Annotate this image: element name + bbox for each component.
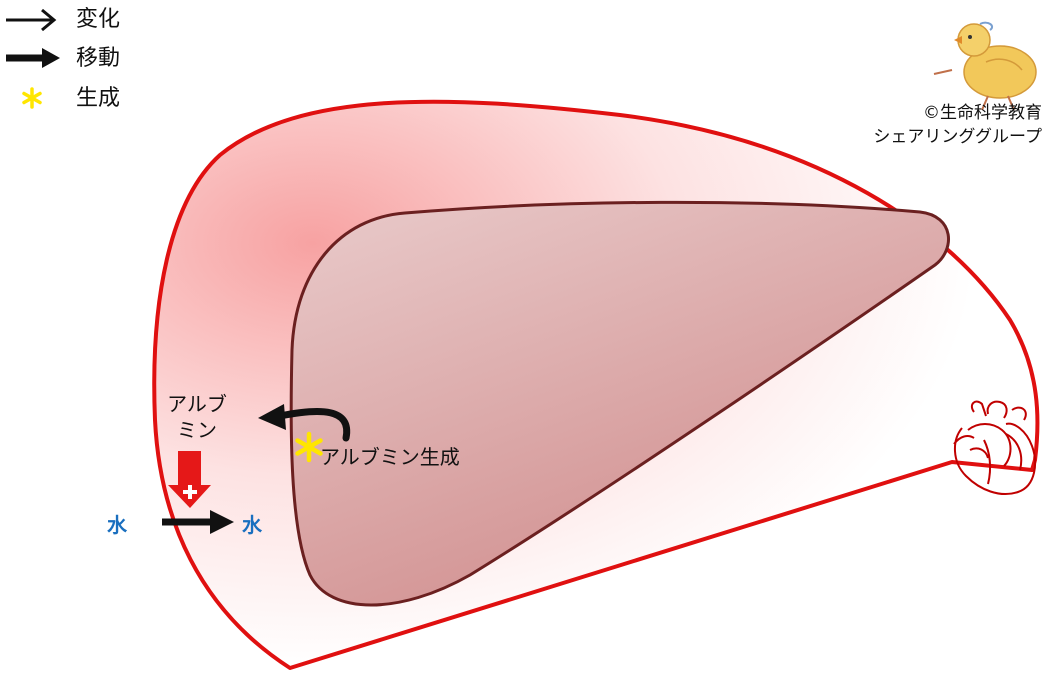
albumin-secretion-arrow <box>258 404 351 442</box>
water-label-right: 水 <box>242 513 262 537</box>
legend-thin-arrow-icon <box>6 8 57 32</box>
credit-line-1: ©生命科学教育 <box>923 103 1042 123</box>
albumin-synthesis-label: アルブミン生成 <box>320 445 460 469</box>
legend-asterisk-icon <box>22 87 42 109</box>
albumin-label-line-1: アルブ <box>167 392 227 416</box>
water-label-left: 水 <box>107 513 127 537</box>
legend-label-movement: 移動 <box>76 46 121 71</box>
legend-label-generation: 生成 <box>76 86 121 111</box>
chick-illustration-icon <box>933 21 1037 111</box>
legend-label-change: 変化 <box>76 7 121 32</box>
credit-line-2: シェアリンググループ <box>873 127 1042 147</box>
synthesis-asterisk-icon <box>295 431 323 463</box>
increase-arrow-icon <box>168 451 211 508</box>
heart-icon <box>953 400 1036 495</box>
water-movement-arrow <box>162 510 234 534</box>
legend-thick-arrow-icon <box>6 48 60 68</box>
liver-shape <box>289 200 950 607</box>
albumin-label-line-2: ミン <box>177 418 217 442</box>
